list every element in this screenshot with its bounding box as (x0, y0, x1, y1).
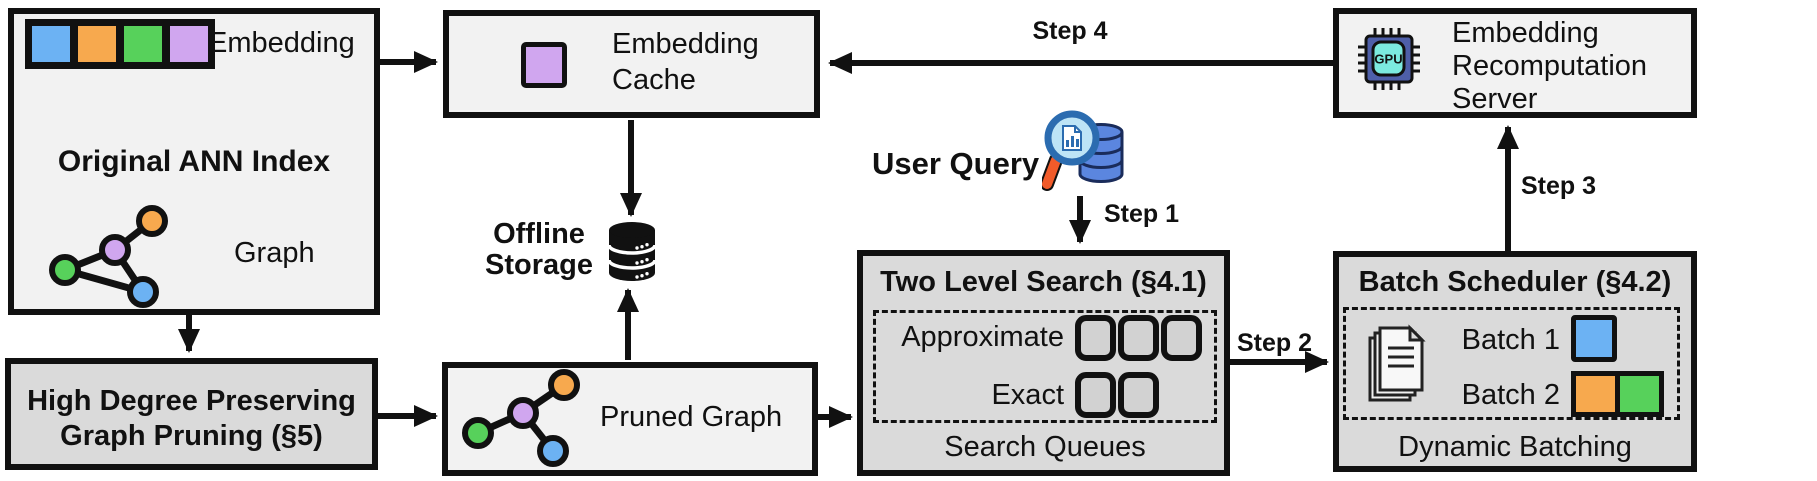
batch2-chip-green (1620, 376, 1659, 412)
pruned-graph-icon (462, 369, 580, 467)
step2-label: Step 2 (1237, 329, 1313, 357)
original-ann-index-title: Original ANN Index (57, 145, 331, 178)
batch2-chip-orange (1576, 376, 1615, 412)
exact-queue-slots (1075, 372, 1159, 418)
batch2-label: Batch 2 (1461, 379, 1560, 411)
pruned-graph-label: Pruned Graph (600, 401, 783, 433)
search-queues-panel (873, 310, 1217, 423)
two-level-search-box (857, 250, 1230, 476)
step1-label: Step 1 (1104, 200, 1180, 228)
embedding-chip-blue (28, 22, 74, 66)
query-documents-icon (1368, 324, 1426, 402)
embedding-chip-orange (74, 22, 120, 66)
dynamic-batching-panel (1343, 307, 1680, 420)
recomputation-server-label: Embedding Recomputation Server (1452, 17, 1648, 115)
queue-slot (1075, 372, 1116, 418)
graph-label: Graph (234, 237, 315, 269)
approximate-queue-slots (1075, 315, 1202, 361)
user-query-label: User Query (872, 146, 1040, 181)
graph-pruning-box (5, 358, 378, 470)
cached-embedding-chip-purple (521, 42, 567, 88)
queue-slot (1118, 315, 1159, 361)
approximate-queue-label: Approximate (901, 321, 1064, 353)
ann-graph-icon (49, 205, 168, 308)
embedding-cache-box (443, 10, 820, 118)
step4-label: Step 4 (1032, 17, 1108, 45)
queue-slot (1161, 315, 1202, 361)
embedding-chip-purple (166, 22, 212, 66)
search-queues-footer: Search Queues (944, 431, 1146, 463)
dynamic-batching-footer: Dynamic Batching (1398, 431, 1632, 463)
offline-storage-label: Offline Storage (485, 218, 593, 281)
gpu-chip-label: GPU (1374, 52, 1402, 67)
queue-slot (1118, 372, 1159, 418)
user-query-search-icon (1042, 110, 1124, 191)
exact-queue-label: Exact (991, 379, 1064, 411)
batch-scheduler-title: Batch Scheduler (§4.2) (1358, 266, 1672, 298)
batch2-chip-pair (1571, 371, 1664, 417)
embedding-label: Embedding (208, 27, 355, 59)
embedding-cache-label: Embedding Cache (612, 28, 759, 96)
gpu-chip-icon: GPU (1358, 28, 1420, 90)
batch1-label: Batch 1 (1461, 324, 1560, 356)
queue-slot (1075, 315, 1116, 361)
two-level-search-title: Two Level Search (§4.1) (880, 266, 1207, 298)
offline-storage-database-icon (607, 222, 657, 281)
embedding-chip-green (120, 22, 166, 66)
graph-pruning-title: High Degree Preserving Graph Pruning (§5… (27, 385, 356, 452)
step3-label: Step 3 (1521, 172, 1597, 200)
batch1-chip-blue (1571, 315, 1617, 362)
embedding-vector-strip (25, 19, 215, 69)
